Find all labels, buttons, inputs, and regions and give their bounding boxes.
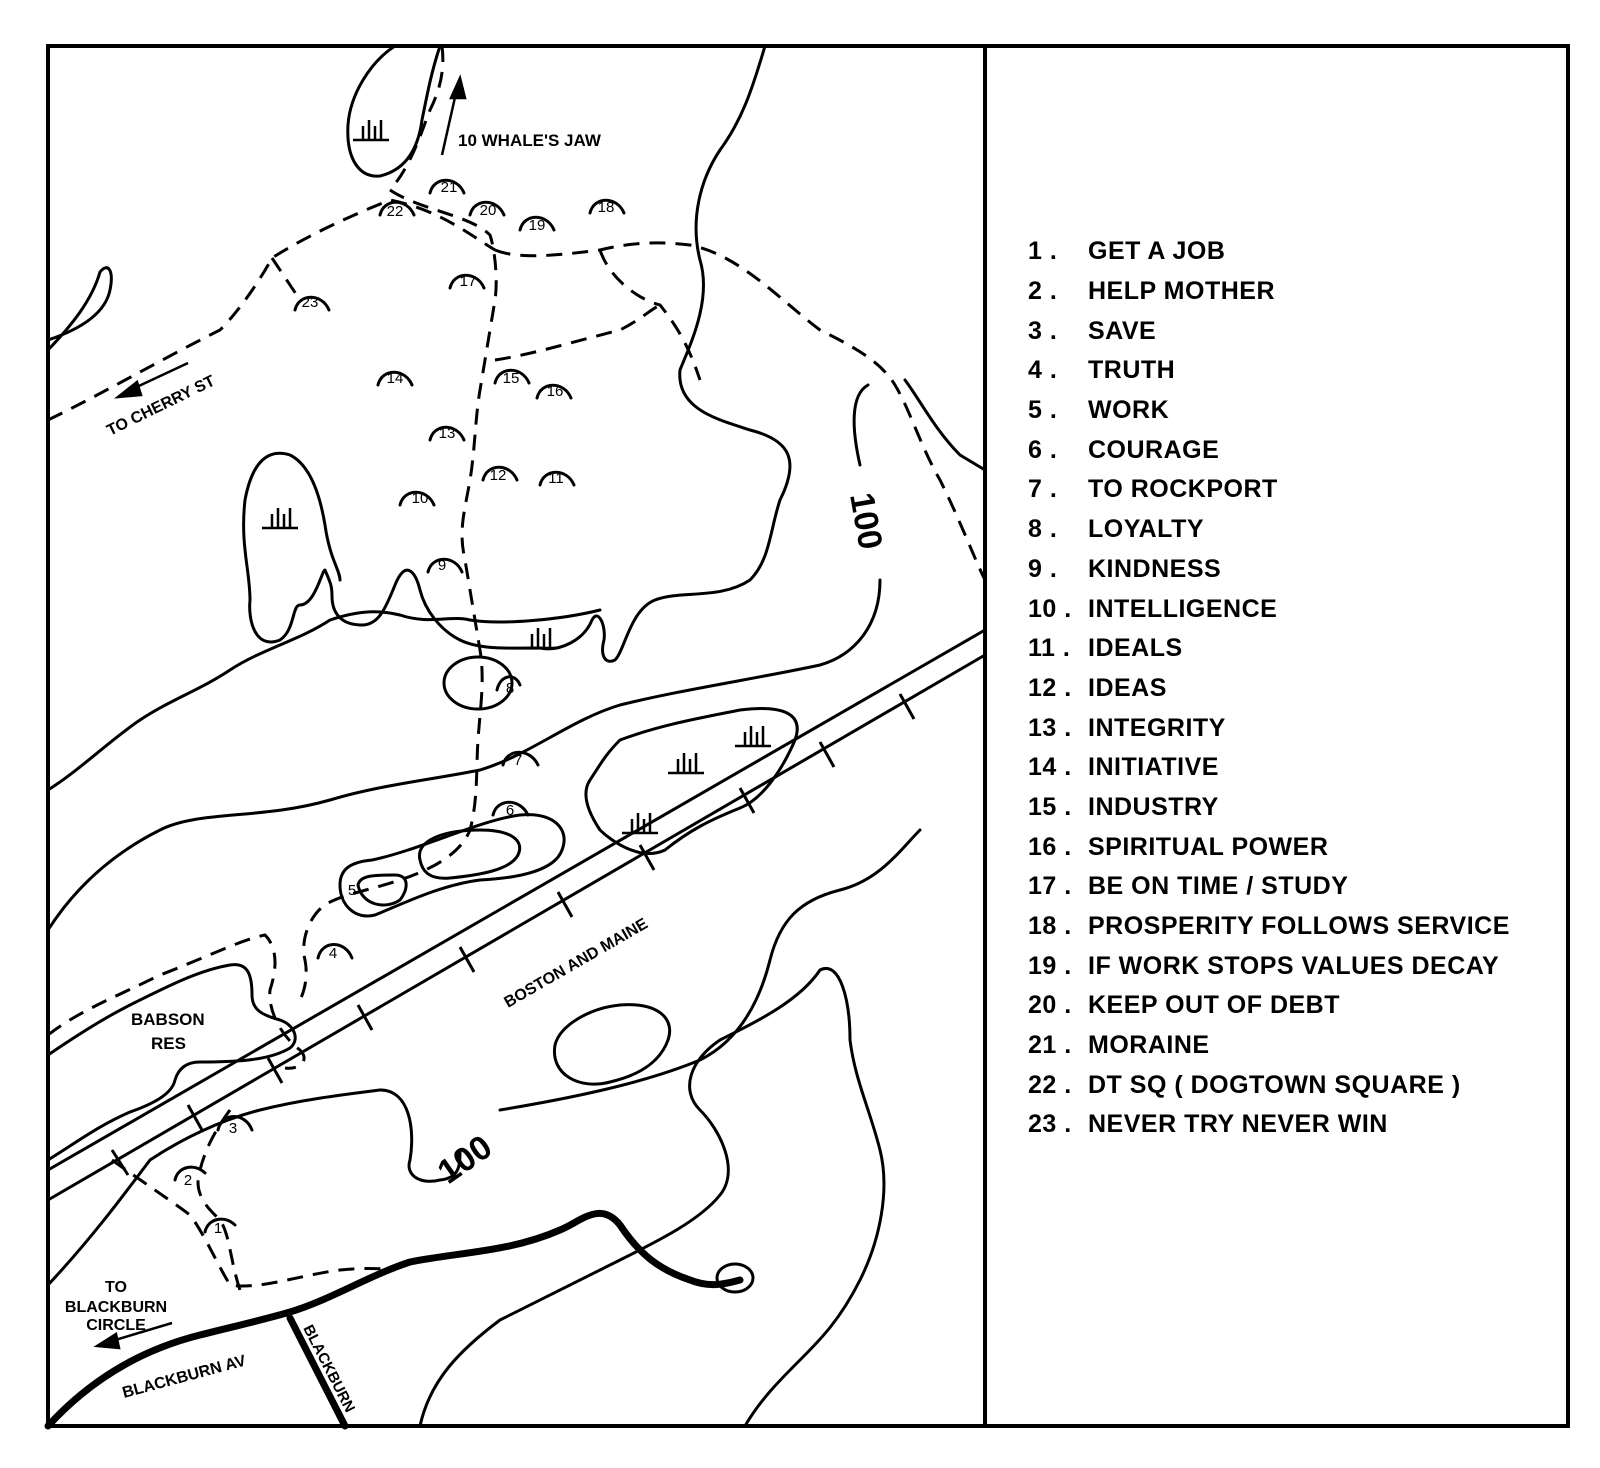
svg-text:20: 20 bbox=[480, 202, 497, 219]
boulder-6: 6 bbox=[491, 800, 530, 819]
contour-lines bbox=[46, 44, 987, 1428]
babson-res-label-2: RES bbox=[151, 1034, 186, 1053]
svg-text:2: 2 bbox=[184, 1172, 192, 1189]
boulder-12: 12 bbox=[481, 465, 519, 484]
blackburn-circle-label-3: CIRCLE bbox=[86, 1317, 146, 1334]
contour-100-lower: 100 bbox=[431, 1128, 499, 1192]
svg-text:22: 22 bbox=[387, 203, 404, 220]
boulder-23: 23 bbox=[293, 294, 331, 312]
legend-item: 21 .MORAINE bbox=[1028, 1031, 1210, 1060]
blackburn-circle-label-2: BLACKBURN bbox=[65, 1299, 167, 1316]
boulder-3: 3 bbox=[216, 1115, 254, 1137]
swamp-symbols bbox=[262, 120, 771, 835]
contour-100-upper: 100 bbox=[842, 490, 889, 552]
boulder-2: 2 bbox=[173, 1165, 207, 1189]
svg-text:12: 12 bbox=[490, 467, 507, 484]
legend-item: 12 .IDEAS bbox=[1028, 673, 1167, 702]
legend-item: 2 .HELP MOTHER bbox=[1028, 277, 1275, 306]
boulder-18: 18 bbox=[588, 198, 626, 216]
svg-text:3: 3 bbox=[229, 1120, 237, 1137]
boulder-7: 7 bbox=[501, 750, 540, 769]
svg-text:5: 5 bbox=[348, 882, 356, 899]
svg-text:16: 16 bbox=[547, 383, 564, 400]
blackburn-av-road bbox=[44, 1210, 744, 1430]
legend-item: 18 .PROSPERITY FOLLOWS SERVICE bbox=[1028, 912, 1510, 941]
boulder-8: 8 bbox=[495, 675, 522, 697]
boulder-14: 14 bbox=[376, 370, 414, 387]
svg-text:11: 11 bbox=[548, 470, 564, 487]
svg-text:1: 1 bbox=[214, 1220, 222, 1237]
legend-item: 20 .KEEP OUT OF DEBT bbox=[1028, 991, 1341, 1020]
legend-item: 8 .LOYALTY bbox=[1028, 515, 1205, 544]
direction-arrows bbox=[93, 74, 467, 1350]
legend-item: 6 .COURAGE bbox=[1028, 435, 1220, 464]
legend-item: 11 .IDEALS bbox=[1028, 634, 1183, 663]
svg-text:15: 15 bbox=[503, 370, 520, 387]
boulder-10: 10 bbox=[398, 490, 436, 507]
svg-text:13: 13 bbox=[439, 425, 456, 442]
boulder-markers: 1 2 3 4 5 6 7 8 9 10 11 12 13 14 15 16 1… bbox=[173, 178, 626, 1237]
railroad-track bbox=[47, 628, 986, 1202]
svg-text:23: 23 bbox=[302, 294, 319, 311]
boulder-17: 17 bbox=[448, 273, 486, 290]
svg-text:17: 17 bbox=[460, 273, 477, 290]
legend-item: 5 .WORK bbox=[1028, 396, 1170, 425]
blackburn-circle-label-1: TO bbox=[105, 1279, 127, 1296]
boulder-11: 11 bbox=[538, 470, 576, 487]
svg-text:7: 7 bbox=[514, 752, 522, 769]
babson-res-label-1: BABSON bbox=[131, 1010, 205, 1029]
map-frame bbox=[46, 44, 1570, 1428]
svg-text:21: 21 bbox=[441, 179, 458, 196]
legend-item: 19 .IF WORK STOPS VALUES DECAY bbox=[1028, 951, 1500, 980]
legend-item: 17 .BE ON TIME / STUDY bbox=[1028, 872, 1349, 901]
legend-item: 9 .KINDNESS bbox=[1028, 554, 1222, 583]
svg-text:18: 18 bbox=[598, 199, 615, 216]
svg-text:19: 19 bbox=[529, 217, 546, 234]
blackburn-road bbox=[286, 1314, 349, 1430]
boulder-22: 22 bbox=[378, 200, 416, 220]
boulder-19: 19 bbox=[518, 215, 556, 234]
boulder-16: 16 bbox=[535, 383, 573, 400]
legend-item: 1 .GET A JOB bbox=[1028, 237, 1226, 266]
boulder-4: 4 bbox=[316, 943, 354, 962]
boulder-13: 13 bbox=[428, 425, 466, 442]
legend-item: 16 .SPIRITUAL POWER bbox=[1028, 832, 1329, 861]
boulder-21: 21 bbox=[428, 178, 466, 196]
boulder-20: 20 bbox=[468, 200, 506, 219]
legend-list: 1 .GET A JOB 2 .HELP MOTHER 3 .SAVE 4 .T… bbox=[1028, 232, 1548, 1145]
svg-text:9: 9 bbox=[438, 557, 446, 574]
legend-item: 14 .INITIATIVE bbox=[1028, 753, 1219, 782]
legend-item: 3 .SAVE bbox=[1028, 316, 1157, 345]
boulder-15: 15 bbox=[493, 368, 531, 387]
svg-text:4: 4 bbox=[329, 945, 337, 962]
svg-text:8: 8 bbox=[506, 680, 514, 697]
svg-text:10: 10 bbox=[412, 490, 429, 507]
boulder-9: 9 bbox=[426, 557, 464, 574]
legend-item: 22 .DT SQ ( DOGTOWN SQUARE ) bbox=[1028, 1070, 1461, 1099]
legend-item: 15 .INDUSTRY bbox=[1028, 792, 1219, 821]
legend-item: 7 .TO ROCKPORT bbox=[1028, 475, 1278, 504]
whales-jaw-label: 10 WHALE'S JAW bbox=[458, 131, 602, 150]
svg-text:14: 14 bbox=[387, 370, 404, 387]
legend-item: 10 .INTELLIGENCE bbox=[1028, 594, 1278, 623]
boulder-5: 5 bbox=[348, 882, 356, 899]
railroad-label: BOSTON AND MAINE bbox=[502, 915, 652, 1011]
trails bbox=[47, 45, 987, 1291]
legend-item: 23 .NEVER TRY NEVER WIN bbox=[1028, 1110, 1388, 1139]
legend-item: 4 .TRUTH bbox=[1028, 356, 1176, 385]
boulder-1: 1 bbox=[203, 1217, 237, 1237]
legend-item: 13 .INTEGRITY bbox=[1028, 713, 1226, 742]
svg-text:6: 6 bbox=[506, 802, 514, 819]
